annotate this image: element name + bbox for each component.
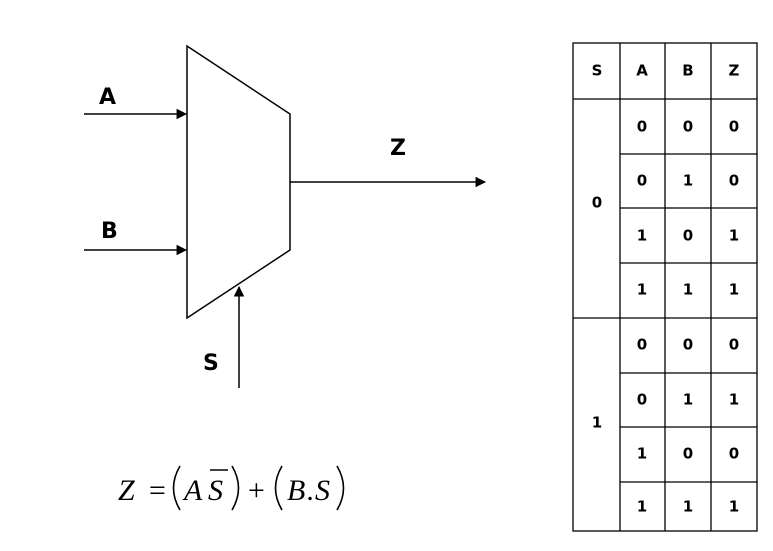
formula-term1-s: S xyxy=(208,474,223,507)
header-s: S xyxy=(592,62,603,80)
cell-z: 0 xyxy=(729,445,739,463)
cell-a: 1 xyxy=(637,281,647,299)
cell-b: 0 xyxy=(683,445,693,463)
input-b-label: B xyxy=(101,219,118,244)
formula-term2-b: B xyxy=(287,474,305,507)
output-z-label: Z xyxy=(390,136,406,161)
group-s-value: 1 xyxy=(592,414,602,432)
cell-a: 0 xyxy=(637,172,647,190)
cell-z: 0 xyxy=(729,172,739,190)
mux-body xyxy=(186,44,291,320)
truth-table: S A B Z 0 1 0 0 0 0 1 0 1 0 1 1 1 1 0 0 … xyxy=(572,42,758,532)
formula-eq: = xyxy=(147,474,167,507)
formula-close-paren-1 xyxy=(231,465,240,511)
formula-term2-s: S xyxy=(315,474,330,507)
formula-term2-dot: . xyxy=(307,474,315,507)
cell-z: 1 xyxy=(729,391,739,409)
header-z: Z xyxy=(729,62,740,80)
cell-a: 0 xyxy=(637,336,647,354)
cell-z: 1 xyxy=(729,227,739,245)
cell-b: 0 xyxy=(683,227,693,245)
cell-b: 1 xyxy=(683,391,693,409)
formula-open-paren-2 xyxy=(274,465,283,511)
cell-a: 1 xyxy=(637,227,647,245)
cell-a: 1 xyxy=(637,498,647,516)
cell-z: 1 xyxy=(729,281,739,299)
formula-close-paren-2 xyxy=(336,465,345,511)
cell-b: 1 xyxy=(683,172,693,190)
formula-lhs: Z xyxy=(118,474,135,507)
cell-z: 0 xyxy=(729,118,739,136)
cell-z: 0 xyxy=(729,336,739,354)
cell-b: 1 xyxy=(683,498,693,516)
cell-b: 0 xyxy=(683,336,693,354)
header-a: A xyxy=(636,62,648,80)
group-s-value: 0 xyxy=(592,194,602,212)
select-s-label: S xyxy=(203,351,219,376)
formula-open-paren-1 xyxy=(172,465,181,511)
cell-b: 1 xyxy=(683,281,693,299)
cell-a: 0 xyxy=(637,118,647,136)
input-a-label: A xyxy=(99,85,116,110)
header-b: B xyxy=(682,62,693,80)
mux-formula: Z = A S + B . S xyxy=(118,465,345,511)
formula-plus: + xyxy=(246,474,266,507)
cell-a: 0 xyxy=(637,391,647,409)
formula-term1-a: A xyxy=(182,474,203,507)
cell-b: 0 xyxy=(683,118,693,136)
cell-z: 1 xyxy=(729,498,739,516)
cell-a: 1 xyxy=(637,445,647,463)
